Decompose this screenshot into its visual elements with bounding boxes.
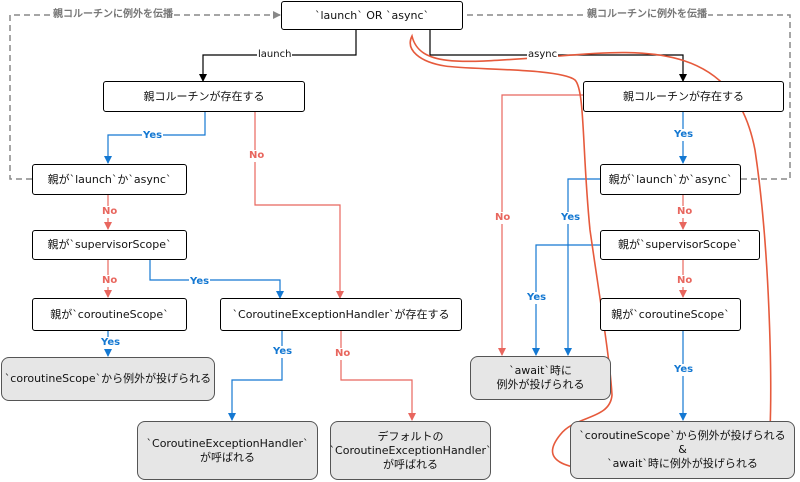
yes-label-launch-parent: Yes [142,130,164,142]
yes-label-a-launchasync: Yes [560,212,582,224]
edge-handler-yes [228,331,283,421]
handler-called-node: `CoroutineExceptionHandler` が呼ばれる [137,421,318,480]
propagate-label-left: 親コルーチンに例外を伝播 [52,9,174,21]
both-throw-node: `coroutineScope`から例外が投げられる & `await`時に例外… [570,421,795,479]
launch-parent-exists-node: 親コルーチンが存在する [103,81,305,112]
yes-label-l-coroutinescope: Yes [100,337,122,349]
no-label-async-parent: No [494,212,512,224]
yes-label-a-coroutinescope: Yes [673,364,695,376]
yes-label-l-supervisor: Yes [189,276,211,288]
no-label-launch-parent: No [248,150,266,162]
no-label-a-launchasync: No [676,206,694,218]
edge-async-no [498,94,583,356]
async-label: async [527,49,559,61]
edge-a-launchasync-yes [564,178,600,356]
yes-label-handler: Yes [272,346,294,358]
yes-label-a-supervisor: Yes [526,292,548,304]
async-parent-coroutine-scope-node: 親が`coroutineScope` [600,298,741,331]
launch-parent-coroutine-scope-node: 親が`coroutineScope` [32,298,187,331]
no-label-a-supervisor: No [676,275,694,287]
handler-exists-node: `CoroutineExceptionHandler`が存在する [220,298,462,331]
launch-throw-coroutine-scope-node: `coroutineScope`から例外が投げられる [1,357,215,401]
async-parent-supervisor-node: 親が`supervisorScope` [600,230,760,260]
no-label-l-launchasync: No [101,206,119,218]
default-handler-called-node: デフォルトの `CoroutineExceptionHandler` が呼ばれる [330,421,491,480]
await-throws-node: `await`時に 例外が投げられる [470,356,611,400]
edge-launch-no [254,112,344,299]
launch-parent-supervisor-node: 親が`supervisorScope` [32,230,187,260]
propagate-label-right: 親コルーチンに例外を伝播 [586,9,708,21]
launch-label: launch [257,49,293,61]
propagate-edge-right [439,11,791,180]
no-label-l-supervisor: No [101,275,119,287]
launch-parent-launch-or-async-node: 親が`launch`か`async` [32,164,187,195]
no-label-handler: No [334,348,352,360]
async-parent-launch-or-async-node: 親が`launch`か`async` [600,164,741,195]
root-node: `launch` OR `async` [281,1,463,30]
yes-label-async-parent: Yes [673,129,695,141]
edge-l-supervisor-yes [149,260,284,299]
edge-handler-no [340,331,416,421]
edge-a-supervisor-yes [532,244,600,356]
async-parent-exists-node: 親コルーチンが存在する [583,81,784,112]
